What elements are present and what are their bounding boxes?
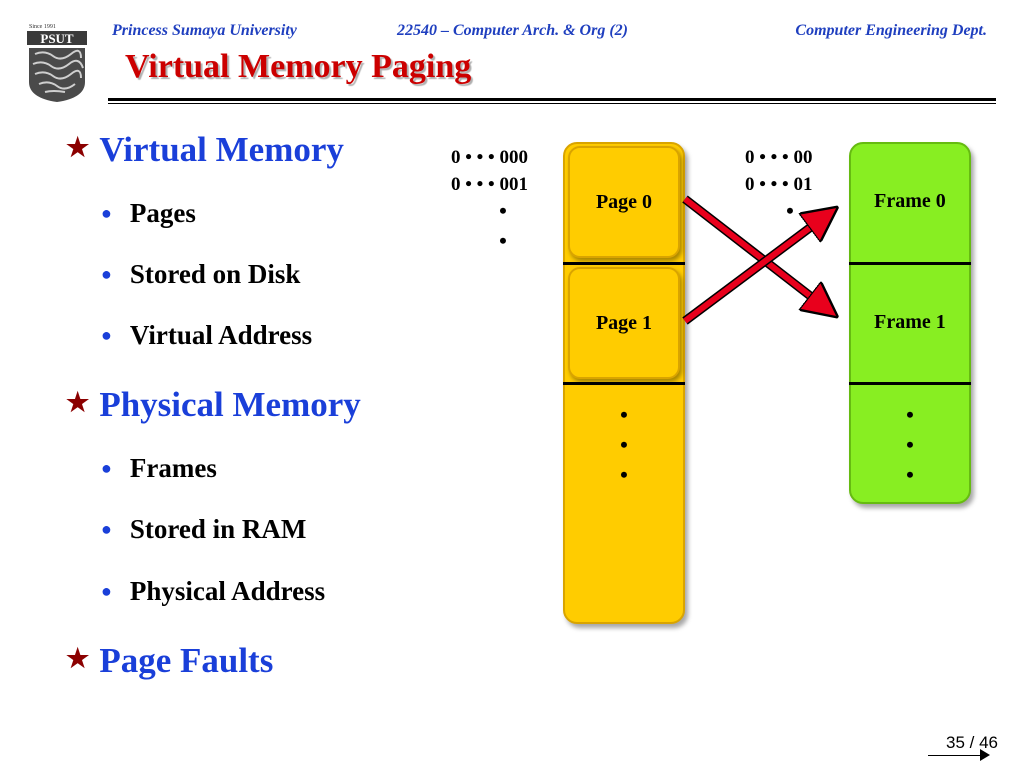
sub-bullet: ●Stored on Disk: [101, 259, 301, 289]
sub-bullet: ●Virtual Address: [101, 320, 313, 350]
virtual-address-1: 0 • • • 001: [451, 174, 528, 195]
svg-text:PSUT: PSUT: [40, 31, 74, 46]
psut-logo: Since 1991 PSUT: [25, 20, 89, 104]
bullet-dot-icon: ●: [101, 581, 112, 601]
header-department: Computer Engineering Dept.: [795, 22, 987, 39]
header-university: Princess Sumaya University: [112, 22, 297, 39]
star-icon: ★: [66, 133, 90, 162]
physical-ellipsis: •••: [906, 402, 914, 487]
bullet-dot-icon: ●: [101, 264, 112, 284]
bullet-physical-memory: ★Physical Memory: [66, 385, 361, 424]
bullet-dot-icon: ●: [101, 325, 112, 345]
star-icon: ★: [66, 644, 90, 673]
header-course: 22540 – Computer Arch. & Org (2): [397, 22, 628, 39]
arrow-page0-to-frame1: [682, 195, 831, 312]
bullet-virtual-memory: ★Virtual Memory: [66, 130, 344, 169]
page-1: Page 1: [568, 267, 680, 379]
physical-separator: [849, 262, 971, 265]
physical-address-ellipsis: •: [786, 198, 794, 223]
virtual-address-0: 0 • • • 000: [451, 147, 528, 168]
physical-address-1: 0 • • • 01: [745, 174, 813, 195]
title-rule-thin: [108, 103, 996, 104]
virtual-ellipsis: •••: [620, 402, 628, 487]
virtual-address-ellipsis: ••: [499, 198, 507, 253]
virtual-separator: [563, 382, 685, 385]
physical-memory-column: [849, 142, 971, 504]
page-0: Page 0: [568, 146, 680, 258]
bullet-dot-icon: ●: [101, 203, 112, 223]
next-arrow-icon: [980, 749, 990, 761]
bullet-dot-icon: ●: [101, 519, 112, 539]
svg-text:Since 1991: Since 1991: [29, 24, 56, 30]
star-icon: ★: [66, 388, 90, 417]
sub-bullet: ●Frames: [101, 453, 217, 483]
frame-0: Frame 0: [874, 190, 946, 212]
sub-bullet: ●Pages: [101, 198, 196, 228]
page-number: 35 / 46: [946, 733, 998, 752]
title-rule: [108, 98, 996, 101]
physical-address-0: 0 • • • 00: [745, 147, 813, 168]
frame-1: Frame 1: [874, 311, 946, 333]
page-number-underline: [928, 755, 984, 756]
slide-title: Virtual Memory Paging: [125, 48, 472, 85]
bullet-page-faults: ★Page Faults: [66, 641, 274, 680]
sub-bullet: ●Physical Address: [101, 576, 326, 606]
bullet-dot-icon: ●: [101, 458, 112, 478]
sub-bullet: ●Stored in RAM: [101, 514, 307, 544]
virtual-separator: [563, 262, 685, 265]
physical-separator: [849, 382, 971, 385]
arrow-page1-to-frame0: [682, 212, 831, 325]
